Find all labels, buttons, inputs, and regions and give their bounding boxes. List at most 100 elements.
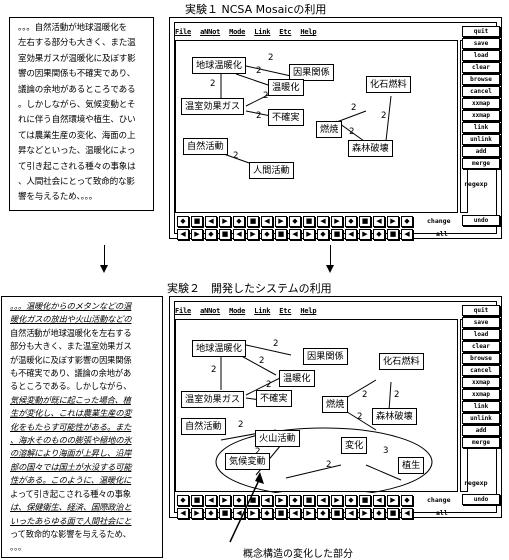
- unlink-button[interactable]: unlink: [462, 413, 500, 424]
- menu-item-help[interactable]: Help: [300, 28, 317, 36]
- toolbar-button[interactable]: ▶: [359, 508, 371, 519]
- cancel-button[interactable]: cancel: [462, 365, 500, 376]
- toolbar-button[interactable]: ◆: [345, 495, 357, 506]
- toolbar-button[interactable]: ◆: [177, 495, 189, 506]
- toolbar-button[interactable]: ◆: [317, 229, 329, 240]
- node-combustion[interactable]: 燃焼: [322, 396, 349, 413]
- toolbar-button[interactable]: ◀: [205, 495, 217, 506]
- toolbar-button[interactable]: ▶: [247, 508, 259, 519]
- exp1-concept-map[interactable]: 地球温暖化 因果関係 温暖化 温室効果ガス 不確実 化石燃料 燃焼 森林破壊 自…: [175, 40, 458, 213]
- toolbar-button[interactable]: ◆: [205, 229, 217, 240]
- toolbar-button[interactable]: ■: [331, 508, 343, 519]
- node-deforestation[interactable]: 森林破壊: [348, 140, 393, 157]
- toolbar-button[interactable]: ◆: [317, 508, 329, 519]
- toolbar-button[interactable]: ▶: [303, 508, 315, 519]
- browse-button[interactable]: browse: [462, 353, 500, 364]
- load-button[interactable]: load: [462, 50, 500, 61]
- toolbar-button[interactable]: ◀: [317, 495, 329, 506]
- toolbar-button[interactable]: ◀: [177, 508, 189, 519]
- toolbar-button[interactable]: ▶: [191, 508, 203, 519]
- toolbar-button[interactable]: ◀: [401, 229, 413, 240]
- menu-item-etc[interactable]: Etc: [279, 307, 292, 315]
- toolbar-button[interactable]: ■: [359, 495, 371, 506]
- node-natural-activity[interactable]: 自然活動: [181, 418, 226, 435]
- toolbar-button[interactable]: ■: [303, 495, 315, 506]
- merge-button[interactable]: merge: [462, 158, 500, 169]
- exp2-undo-button[interactable]: undo: [462, 494, 500, 505]
- node-combustion[interactable]: 燃焼: [316, 121, 343, 138]
- node-natural-activity[interactable]: 自然活動: [183, 138, 228, 155]
- toolbar-button[interactable]: ◆: [233, 495, 245, 506]
- toolbar-button[interactable]: ◆: [345, 216, 357, 227]
- toolbar-button[interactable]: ▶: [275, 216, 287, 227]
- node-volcanic-activity[interactable]: 火山活動: [255, 430, 300, 447]
- menu-item-annot[interactable]: aNNot: [200, 307, 221, 315]
- toolbar-button[interactable]: ■: [303, 216, 315, 227]
- toolbar-button[interactable]: ◆: [177, 216, 189, 227]
- toolbar-button[interactable]: ◆: [373, 229, 385, 240]
- toolbar-button[interactable]: ▶: [331, 495, 343, 506]
- toolbar-button[interactable]: ▶: [387, 216, 399, 227]
- node-fossil-fuel[interactable]: 化石燃料: [366, 76, 411, 93]
- menu-item-link[interactable]: Link: [254, 28, 271, 36]
- node-uncertain[interactable]: 不確実: [256, 390, 292, 407]
- toolbar-button[interactable]: ◀: [261, 495, 273, 506]
- toolbar-button[interactable]: ■: [387, 508, 399, 519]
- toolbar-button[interactable]: ■: [219, 229, 231, 240]
- menu-item-help[interactable]: Help: [300, 307, 317, 315]
- toolbar-button[interactable]: ◀: [373, 216, 385, 227]
- node-fossil-fuel[interactable]: 化石燃料: [379, 353, 424, 370]
- menu-item-file[interactable]: File: [175, 307, 192, 315]
- toolbar-button[interactable]: ■: [275, 508, 287, 519]
- toolbar-button[interactable]: ◀: [233, 229, 245, 240]
- node-causality[interactable]: 因果関係: [289, 64, 334, 81]
- toolbar-button[interactable]: ◆: [373, 508, 385, 519]
- toolbar-button[interactable]: ◀: [289, 229, 301, 240]
- node-greenhouse-gas[interactable]: 温室効果ガス: [181, 98, 245, 115]
- node-causality[interactable]: 因果関係: [303, 348, 348, 365]
- exp1-undo-button[interactable]: undo: [462, 215, 500, 226]
- node-greenhouse-gas[interactable]: 温室効果ガス: [181, 391, 245, 408]
- clear-button[interactable]: clear: [462, 341, 500, 352]
- node-global-warming[interactable]: 地球温暖化: [192, 340, 246, 357]
- menu-item-link[interactable]: Link: [254, 307, 271, 315]
- toolbar-button[interactable]: ▶: [191, 229, 203, 240]
- toolbar-button[interactable]: ▶: [219, 216, 231, 227]
- toolbar-button[interactable]: ■: [247, 216, 259, 227]
- node-warming[interactable]: 温暖化: [268, 79, 304, 96]
- menu-item-annot[interactable]: aNNot: [200, 28, 221, 36]
- toolbar-button[interactable]: ◀: [261, 216, 273, 227]
- quit-button[interactable]: quit: [462, 305, 500, 316]
- toolbar-button[interactable]: ▶: [387, 495, 399, 506]
- toolbar-button[interactable]: ■: [191, 495, 203, 506]
- menu-item-mode[interactable]: Mode: [229, 307, 246, 315]
- toolbar-button[interactable]: ◆: [261, 229, 273, 240]
- add-button[interactable]: add: [462, 146, 500, 157]
- toolbar-button[interactable]: ■: [247, 495, 259, 506]
- toolbar-button[interactable]: ◆: [233, 216, 245, 227]
- node-human-activity[interactable]: 人間活動: [249, 162, 294, 179]
- xxmap-button[interactable]: xxmap: [462, 110, 500, 121]
- toolbar-button[interactable]: ◀: [233, 508, 245, 519]
- toolbar-button[interactable]: ◀: [289, 508, 301, 519]
- node-uncertain[interactable]: 不確実: [268, 109, 304, 126]
- save-button[interactable]: save: [462, 38, 500, 49]
- toolbar-button[interactable]: ■: [191, 216, 203, 227]
- toolbar-button[interactable]: ◀: [317, 216, 329, 227]
- xxmap-button[interactable]: xxmap: [462, 377, 500, 388]
- xxmap-button[interactable]: xxmap: [462, 98, 500, 109]
- merge-button[interactable]: merge: [462, 437, 500, 448]
- node-deforestation[interactable]: 森林破壊: [372, 408, 417, 425]
- menu-item-file[interactable]: File: [175, 28, 192, 36]
- exp2-concept-map[interactable]: 地球温暖化 因果関係 温暖化 温室効果ガス 不確実 化石燃料 燃焼 森林破壊 自…: [175, 319, 458, 493]
- browse-button[interactable]: browse: [462, 74, 500, 85]
- toolbar-button[interactable]: ▶: [331, 216, 343, 227]
- toolbar-button[interactable]: ▶: [247, 229, 259, 240]
- save-button[interactable]: save: [462, 317, 500, 328]
- toolbar-button[interactable]: ■: [359, 216, 371, 227]
- toolbar-button[interactable]: ◀: [401, 508, 413, 519]
- quit-button[interactable]: quit: [462, 26, 500, 37]
- clear-button[interactable]: clear: [462, 62, 500, 73]
- toolbar-button[interactable]: ◀: [177, 229, 189, 240]
- node-vegetation[interactable]: 植生: [398, 457, 425, 474]
